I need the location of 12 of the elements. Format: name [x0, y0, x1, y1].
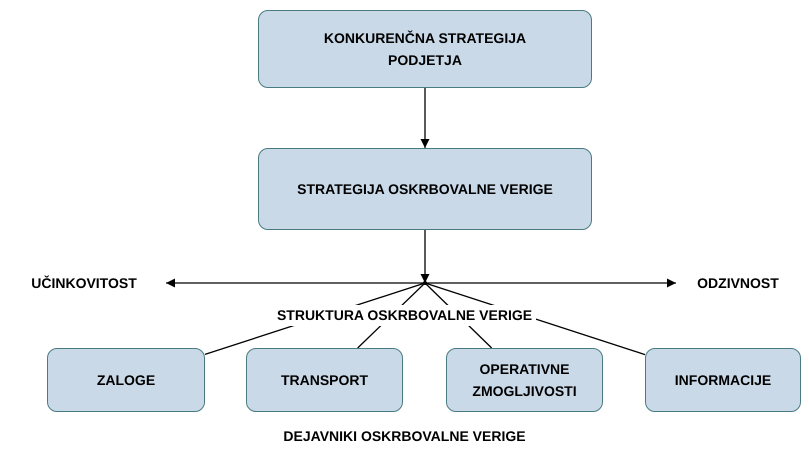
- arrow: [166, 278, 425, 288]
- arrow: [420, 88, 430, 148]
- process-box: OPERATIVNE ZMOGLJIVOSTI: [446, 348, 603, 412]
- process-box: KONKURENČNA STRATEGIJA PODJETJA: [258, 10, 592, 88]
- process-box: STRATEGIJA OSKRBOVALNE VERIGE: [258, 148, 592, 230]
- process-box: ZALOGE: [47, 348, 205, 412]
- process-box: TRANSPORT: [246, 348, 403, 412]
- arrow: [425, 278, 676, 288]
- text-label: UČINKOVITOST: [8, 273, 160, 293]
- process-box: INFORMACIJE: [645, 348, 801, 412]
- arrow: [420, 230, 430, 283]
- text-label: ODZIVNOST: [682, 273, 794, 293]
